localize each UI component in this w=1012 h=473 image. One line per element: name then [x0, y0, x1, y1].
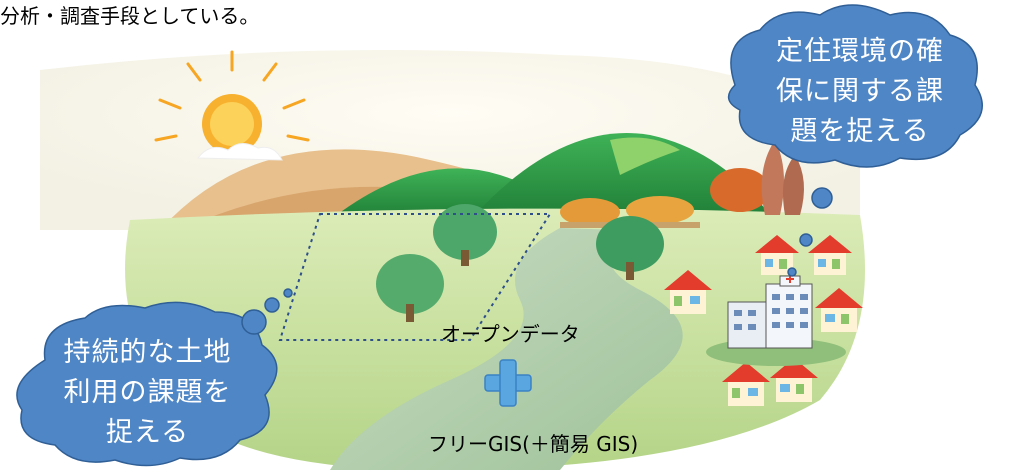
thought-bubble-bottom-left	[16, 288, 293, 467]
cloud-text-bottom-left: 持続的な土地 利用の課題を 捉える	[30, 333, 265, 453]
free-gis-label: フリーGIS(＋簡易 GIS)	[428, 432, 639, 456]
river-path	[330, 228, 683, 470]
cloud-text-line: 利用の課題を	[63, 377, 232, 408]
open-data-label: オープンデータ	[441, 322, 580, 346]
thought-bubble-top-right	[727, 4, 983, 277]
green-trees-icon	[376, 204, 664, 322]
plus-icon	[484, 359, 532, 407]
houses-icon	[664, 235, 863, 406]
header-text-fragment: 分析・調査手段としている。	[0, 4, 260, 28]
sun-icon	[154, 50, 310, 161]
cloud-text-line: 捉える	[105, 417, 190, 448]
ground	[125, 208, 865, 471]
cloud-text-line: 持続的な土地	[63, 337, 232, 368]
cloud-text-line: 定住環境の確	[776, 36, 944, 67]
cloud-text-line: 題を捉える	[790, 116, 930, 147]
survey-area-outline	[278, 213, 552, 341]
cloud-text-line: 保に関する課	[776, 76, 944, 107]
green-mountain-right	[470, 133, 770, 220]
green-mountain-highlight	[610, 137, 680, 175]
hospital-icon	[706, 275, 846, 366]
cloud-text-top-right: 定住環境の確 保に関する課 題を捉える	[745, 32, 975, 152]
cypress-trees-icon	[761, 140, 804, 215]
